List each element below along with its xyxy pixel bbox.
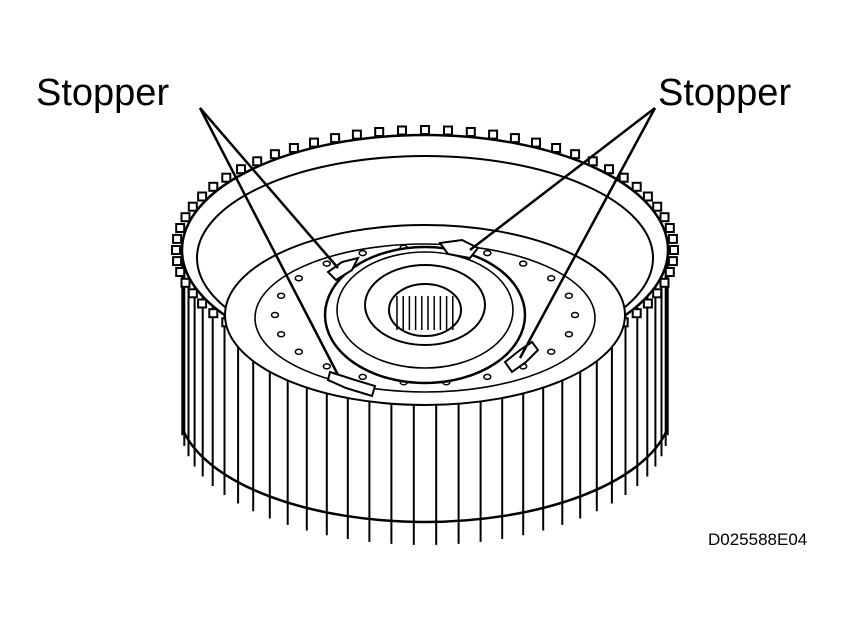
rim-tooth	[180, 277, 191, 288]
oil-hole	[483, 249, 492, 257]
oil-hole	[564, 292, 574, 300]
leader-right-to-top-stopper	[469, 107, 656, 251]
rim-tooth	[551, 143, 562, 153]
rim-tooth	[208, 308, 219, 319]
rim-tooth	[197, 298, 208, 309]
oil-hole	[483, 373, 492, 381]
oil-hole	[546, 274, 556, 282]
rim-tooth	[659, 212, 670, 223]
rim-tooth	[309, 137, 319, 148]
rim-tooth	[252, 156, 263, 167]
oil-hole	[270, 311, 280, 319]
leader-lines	[198, 107, 657, 376]
rim-tooth	[208, 181, 219, 192]
rim-tooth	[187, 201, 198, 212]
hub-inner-splines	[396, 296, 454, 330]
rim-tooth	[269, 149, 280, 160]
leader-right-to-bottom-stopper	[518, 107, 657, 359]
rim-tooth	[659, 277, 670, 288]
rim-tooth	[465, 127, 476, 137]
stopper-tab-bottom-left	[326, 370, 377, 398]
rim-tooth	[631, 308, 642, 319]
rim-tooth	[197, 191, 208, 202]
rim-tooth	[172, 233, 183, 244]
rim-tooth	[374, 127, 385, 137]
hub-spline-bore	[388, 283, 462, 337]
rim-tooth	[330, 133, 341, 144]
rim-tooth	[175, 267, 186, 277]
rim-tooth	[652, 201, 663, 212]
rim-tooth	[652, 288, 663, 299]
oil-hole	[294, 274, 304, 282]
thrust-washer-inner-edge	[336, 251, 514, 369]
rim-tooth	[288, 143, 299, 153]
rim-tooth	[618, 172, 629, 183]
rim-tooth	[669, 245, 679, 255]
oil-hole	[564, 330, 574, 338]
rim-tooth	[172, 256, 183, 267]
rim-tooth	[187, 288, 198, 299]
oil-hole	[570, 311, 580, 319]
rim-tooth	[351, 129, 362, 140]
rim-tooth	[171, 245, 181, 255]
oil-hole	[358, 373, 367, 381]
rim-tooth	[604, 164, 614, 175]
rim-tooth	[570, 149, 581, 160]
stopper-tab-top-left	[326, 256, 360, 282]
leader-left-to-top-stopper	[199, 107, 339, 269]
rim-tooth	[667, 233, 678, 244]
rim-tooth	[397, 125, 407, 136]
rim-tooth	[631, 181, 642, 192]
oil-hole	[276, 292, 286, 300]
rim-tooth	[221, 172, 232, 183]
oil-hole	[276, 330, 286, 338]
rim-tooth	[667, 256, 678, 267]
rim-tooth	[642, 191, 653, 202]
leader-left-to-bottom-stopper	[198, 107, 340, 376]
rim-tooth	[509, 133, 520, 144]
rim-tooth	[664, 267, 675, 277]
rim-tooth	[488, 129, 499, 140]
stopper-tab-top-right	[438, 238, 480, 260]
rim-tooth	[531, 137, 541, 148]
rim-tooth	[420, 125, 430, 135]
oil-hole	[518, 260, 528, 267]
oil-hole	[358, 249, 367, 257]
rim-tooth	[180, 212, 191, 223]
oil-hole	[294, 348, 304, 356]
rim-tooth	[175, 223, 186, 233]
oil-hole	[546, 348, 556, 356]
figure-code: D025588E04	[708, 530, 808, 549]
stopper-label-left: Stopper	[36, 72, 170, 114]
stopper-label-right: Stopper	[658, 72, 792, 114]
drum-floor-step	[254, 243, 596, 393]
rim-tooth	[236, 164, 246, 175]
oil-hole	[322, 260, 332, 267]
rim-tooth	[642, 298, 653, 309]
rim-tooth	[443, 125, 453, 136]
oil-hole	[322, 363, 332, 370]
rim-tooth	[664, 223, 675, 233]
